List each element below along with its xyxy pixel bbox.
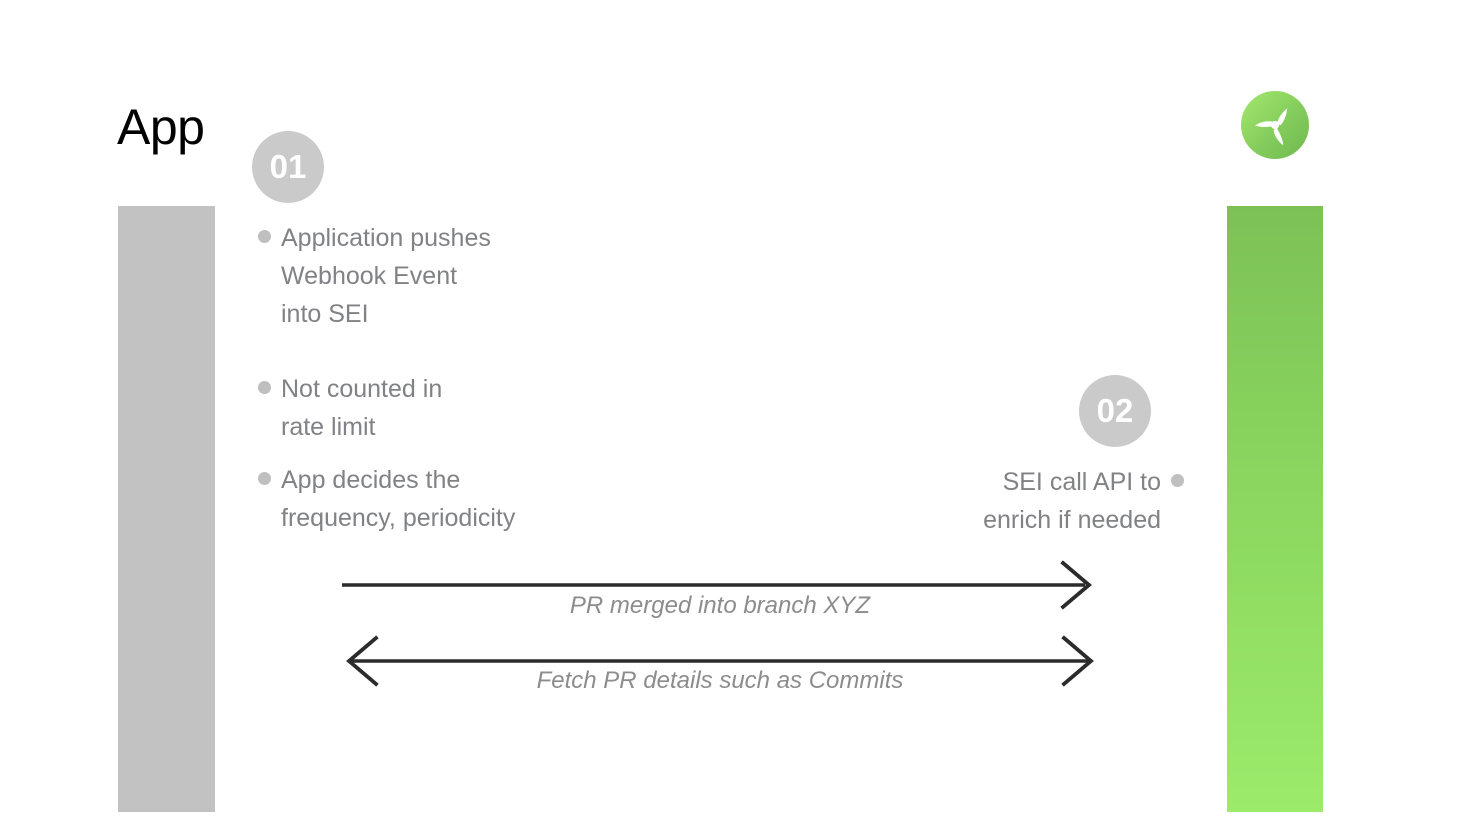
bullet-dot-icon — [258, 230, 271, 243]
bullet-item-sei-call-api: SEI call API to enrich if needed — [900, 463, 1184, 539]
bullet-text: SEI call API to enrich if needed — [983, 468, 1161, 534]
app-lane-bar — [118, 206, 215, 812]
bullet-item-application-pushes: Application pushes Webhook Event into SE… — [258, 219, 491, 333]
fetch-pr-details-arrow: Fetch PR details such as Commits — [340, 635, 1100, 713]
bullet-text: App decides the frequency, periodicity — [281, 466, 516, 532]
bullet-text: Application pushes Webhook Event into SE… — [281, 224, 491, 328]
bullet-item-app-decides: App decides the frequency, periodicity — [258, 461, 515, 537]
bullet-dot-icon — [258, 381, 271, 394]
bullet-dot-icon — [258, 472, 271, 485]
bullet-dot-icon — [1171, 474, 1184, 487]
harness-propeller-logo-icon — [1240, 90, 1310, 160]
arrow-caption: Fetch PR details such as Commits — [536, 667, 904, 694]
arrow-caption: PR merged into branch XYZ — [569, 592, 871, 619]
app-lane-title: App — [117, 99, 205, 155]
bullet-item-not-counted: Not counted in rate limit — [258, 370, 442, 446]
pr-merged-arrow: PR merged into branch XYZ — [340, 560, 1100, 635]
step-badge-01: 01 — [252, 131, 324, 203]
sei-lane-bar — [1227, 206, 1323, 812]
step-badge-02: 02 — [1079, 375, 1151, 447]
bullet-text: Not counted in rate limit — [281, 375, 443, 441]
